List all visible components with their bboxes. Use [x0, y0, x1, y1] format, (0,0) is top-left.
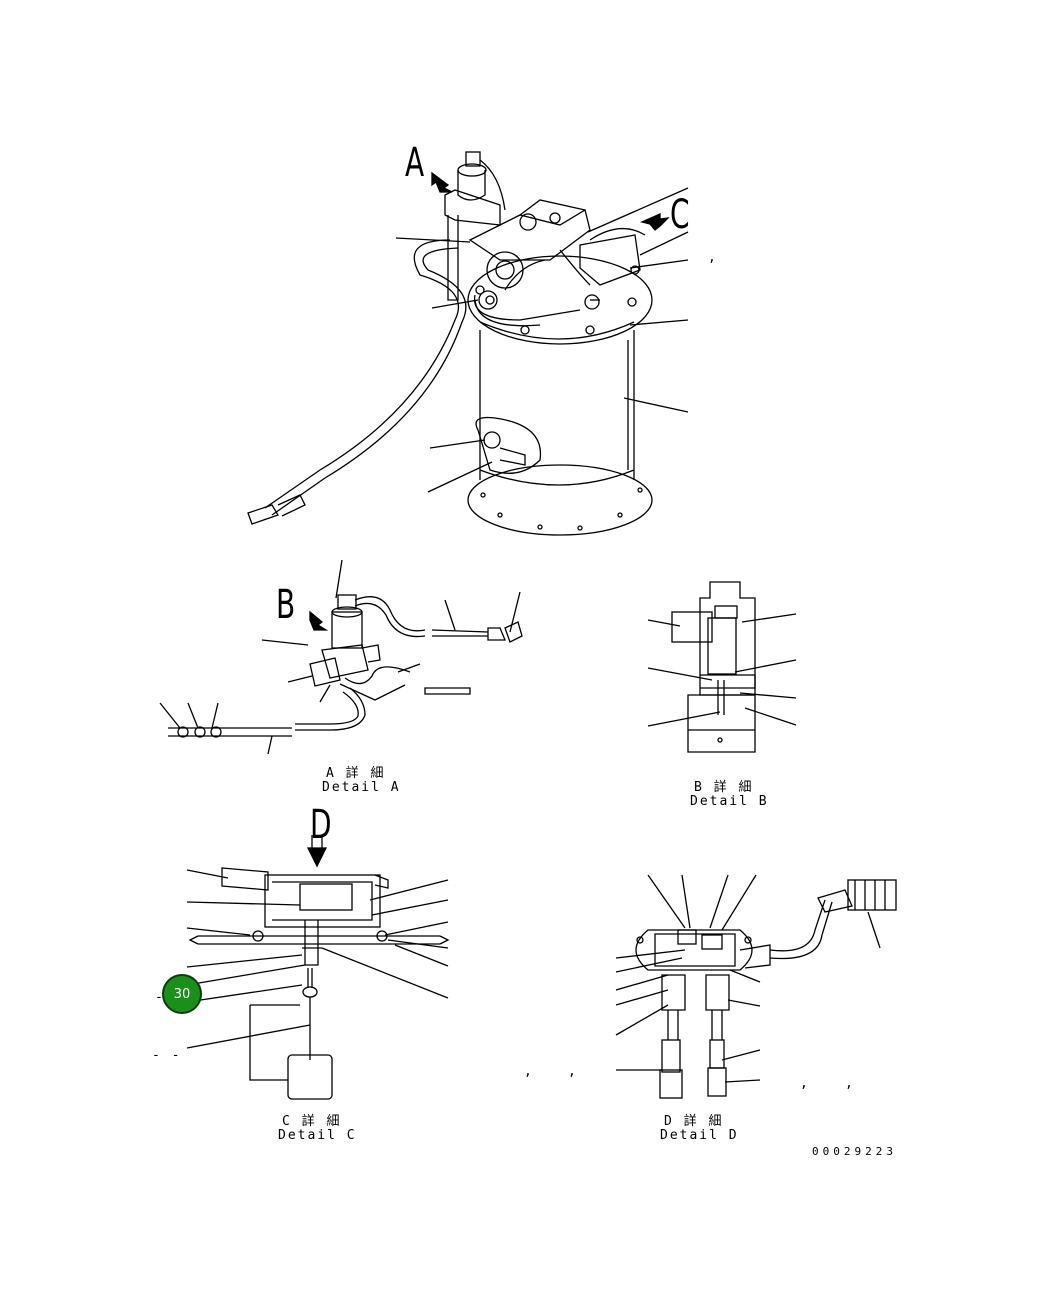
stray-comma-1: , — [708, 250, 718, 265]
view-label-a: A — [405, 140, 425, 186]
view-label-b: B — [276, 582, 296, 628]
stray-comma-3: , — [568, 1064, 578, 1079]
detail-c-title-en: Detail C — [278, 1128, 357, 1143]
view-label-c: C — [670, 192, 690, 238]
stray-dash: - — [155, 990, 165, 1005]
tank-assembly — [247, 151, 689, 536]
view-label-d: D — [310, 802, 332, 848]
detail-d-drawing — [615, 874, 897, 1099]
drawing-number: 00029223 — [812, 1145, 897, 1158]
detail-a-drawing — [159, 559, 523, 755]
callout-badge-label: 30 — [173, 986, 191, 1002]
stray-dashes: - - — [152, 1048, 182, 1063]
callout-badge[interactable]: 30 — [162, 974, 202, 1014]
stray-comma-2: , — [524, 1064, 534, 1079]
stray-comma-4: , — [800, 1076, 810, 1091]
detail-d-title-jp: D 詳 細 — [664, 1114, 724, 1129]
stray-comma-5: , — [845, 1076, 855, 1091]
detail-d-title-en: Detail D — [660, 1128, 739, 1143]
detail-c-title-jp: C 詳 細 — [282, 1114, 342, 1129]
detail-a-title-jp: A 詳 細 — [326, 766, 386, 781]
detail-b-drawing — [647, 581, 797, 753]
detail-a-title-en: Detail A — [322, 780, 401, 795]
detail-b-title-en: Detail B — [690, 794, 769, 809]
detail-b-title-jp: B 詳 細 — [694, 780, 754, 795]
detail-c-drawing — [186, 835, 450, 1100]
